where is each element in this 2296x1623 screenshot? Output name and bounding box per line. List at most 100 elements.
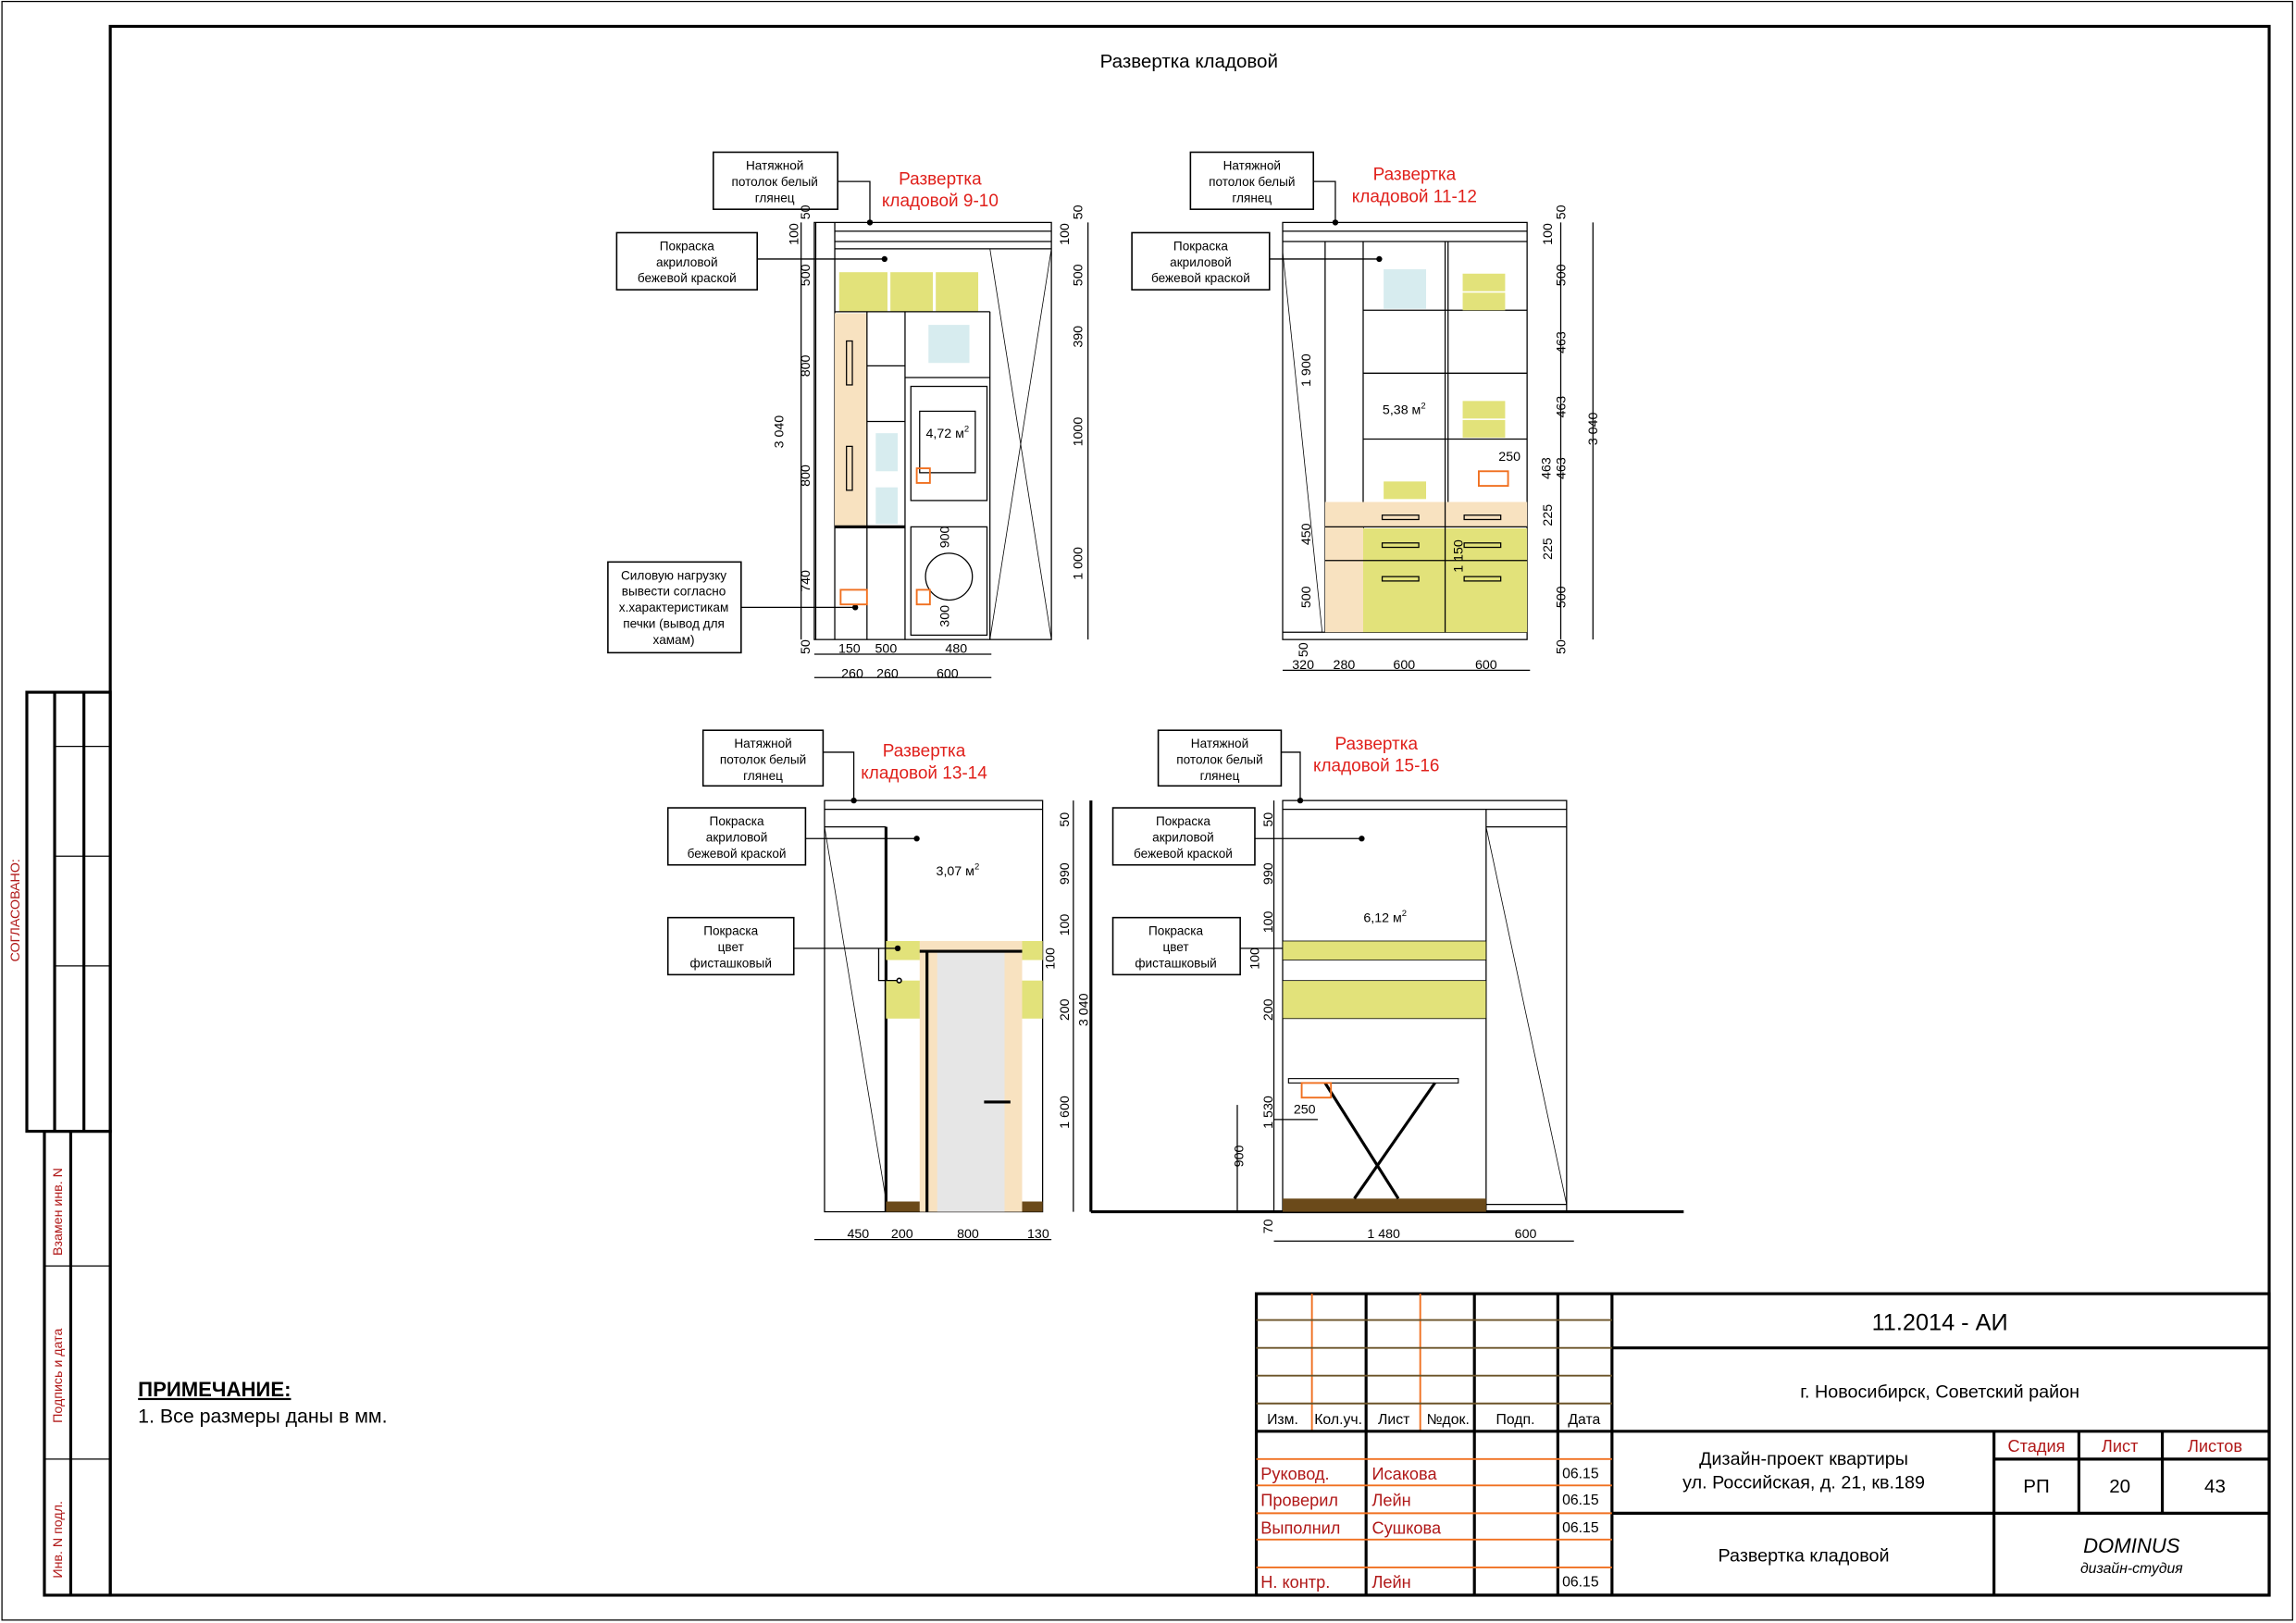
dim-label: 450 xyxy=(1299,523,1314,545)
dim-label: 1 530 xyxy=(1261,1096,1276,1129)
paint-beige-label: Покраска xyxy=(1156,814,1210,828)
ceiling-label: глянец xyxy=(1232,191,1272,204)
view-title: Развертка xyxy=(899,169,982,189)
dim-label: 100 xyxy=(1043,948,1058,970)
paint-beige-label: акриловой xyxy=(1152,830,1214,844)
signer-name: Лейн xyxy=(1371,1491,1410,1509)
sheet-title: Развертка кладовой xyxy=(1100,51,1278,72)
ceiling-label: глянец xyxy=(743,769,783,783)
dim-label: 50 xyxy=(799,639,813,654)
dim-label: 463 xyxy=(1554,331,1569,353)
paint-beige-label: Покраска xyxy=(660,239,714,253)
view-title: кладовой 13-14 xyxy=(861,763,987,783)
dim-label: 100 xyxy=(1058,914,1073,936)
dim-label: 50 xyxy=(1071,204,1086,219)
paint-beige-label: Покраска xyxy=(710,814,764,828)
paint-pistachio-label: Покраска xyxy=(703,924,758,938)
sheets-label: Листов xyxy=(2188,1437,2242,1456)
signer-name: Исакова xyxy=(1371,1465,1437,1483)
signer-date: 06.15 xyxy=(1562,1493,1599,1508)
ceiling-label: потолок белый xyxy=(720,753,806,767)
dim-label: 320 xyxy=(1292,658,1314,673)
paint-beige-label: акриловой xyxy=(706,830,768,844)
elevation-view-9-10: Натяжной потолок белый глянец Развертка … xyxy=(607,151,1089,681)
dim-label: 1 000 xyxy=(1071,547,1086,580)
power-label: вывести согласно xyxy=(622,585,726,599)
dim-label: 600 xyxy=(937,666,959,681)
dim-label: 450 xyxy=(847,1227,869,1242)
signer-date: 06.15 xyxy=(1562,1574,1599,1590)
view-title: кладовой 11-12 xyxy=(1352,187,1477,206)
dim-label: 500 xyxy=(799,264,813,286)
project-name: Дизайн-проект квартиры xyxy=(1699,1449,1908,1469)
paint-beige-label: Покраска xyxy=(1173,239,1228,253)
dim-label: 480 xyxy=(945,641,967,656)
dim-label: 260 xyxy=(876,666,899,681)
signer-role: Руковод. xyxy=(1260,1465,1329,1483)
dim-label: 990 xyxy=(1058,862,1073,885)
paint-beige-label: акриловой xyxy=(656,255,718,269)
ceiling-label: Натяжной xyxy=(1191,737,1248,750)
dim-label: 1 900 xyxy=(1299,353,1314,387)
dim-label: 50 xyxy=(1554,204,1569,219)
ceiling-label: Натяжной xyxy=(734,737,791,750)
dim-label: 500 xyxy=(1071,264,1086,286)
dim-label: 300 xyxy=(937,605,952,627)
dim-label: 800 xyxy=(799,465,813,487)
signer-role: Выполнил xyxy=(1260,1519,1340,1538)
dim-label: 100 xyxy=(1261,911,1276,933)
dim-label: 200 xyxy=(1058,998,1073,1021)
header-date: Дата xyxy=(1568,1412,1600,1428)
dim-label: 1 150 xyxy=(1452,539,1467,573)
dim-label: 500 xyxy=(1554,586,1569,608)
view-title: кладовой 9-10 xyxy=(882,192,999,211)
dim-label: 225 xyxy=(1541,504,1556,527)
area-label: 6,12 м2 xyxy=(1363,909,1407,925)
dim-label: 990 xyxy=(1261,862,1276,885)
header-list: Лист xyxy=(1378,1412,1409,1428)
dim-label: 463 xyxy=(1554,457,1569,479)
dim-label: 1 600 xyxy=(1058,1096,1073,1129)
dim-label: 600 xyxy=(1475,658,1497,673)
ceiling-label: потолок белый xyxy=(732,175,818,189)
dim-label: 1000 xyxy=(1071,417,1086,447)
project-code: 11.2014 - АИ xyxy=(1872,1310,2008,1336)
signer-date: 06.15 xyxy=(1562,1466,1599,1481)
paint-beige-label: бежевой краской xyxy=(1134,847,1233,861)
view-title: Развертка xyxy=(1373,166,1457,185)
sheet-number: 20 xyxy=(2109,1476,2130,1497)
paint-pistachio-label: цвет xyxy=(718,940,744,954)
sheets-total: 43 xyxy=(2204,1476,2226,1497)
dim-label: 600 xyxy=(1393,658,1415,673)
ceiling-label: потолок белый xyxy=(1209,175,1295,189)
signer-date: 06.15 xyxy=(1562,1520,1599,1536)
dim-label: 280 xyxy=(1334,658,1356,673)
dim-label: 900 xyxy=(1232,1146,1247,1168)
dim-label: 150 xyxy=(838,641,861,656)
dim-label: 225 xyxy=(1541,538,1556,560)
signer-role: Проверил xyxy=(1260,1491,1338,1509)
ceiling-label: глянец xyxy=(755,191,795,204)
dim-label: 100 xyxy=(1058,223,1073,245)
paint-beige-label: бежевой краской xyxy=(1151,271,1250,285)
elevation-view-13-14: Натяжной потолок белый глянец Развертка … xyxy=(666,729,1684,1242)
dim-label: 50 xyxy=(1261,812,1276,827)
side-stamp: СОГЛАСОВАНО: Взамен инв. N Подпись и дат… xyxy=(8,690,112,1597)
paint-pistachio-label: фисташковый xyxy=(1135,956,1216,970)
agreed-label: СОГЛАСОВАНО: xyxy=(8,859,23,961)
elevation-view-15-16: Натяжной потолок белый глянец Развертка … xyxy=(1111,729,1574,1242)
area-label: 5,38 м2 xyxy=(1383,401,1426,417)
dim-label: 463 xyxy=(1539,457,1554,479)
dim-label: 3 040 xyxy=(1077,993,1092,1026)
sheet-label: Лист xyxy=(2102,1437,2139,1456)
view-title: кладовой 15-16 xyxy=(1313,757,1440,776)
power-label: хамам) xyxy=(653,633,695,647)
signer-name: Сушкова xyxy=(1371,1519,1441,1538)
replace-inv-label: Взамен инв. N xyxy=(51,1168,66,1256)
dim-label: 100 xyxy=(787,223,801,245)
dim-label: 740 xyxy=(799,570,813,592)
dim-label: 500 xyxy=(1554,264,1569,286)
elevation-view-11-12: Натяжной потолок белый глянец Развертка … xyxy=(1131,151,1601,673)
